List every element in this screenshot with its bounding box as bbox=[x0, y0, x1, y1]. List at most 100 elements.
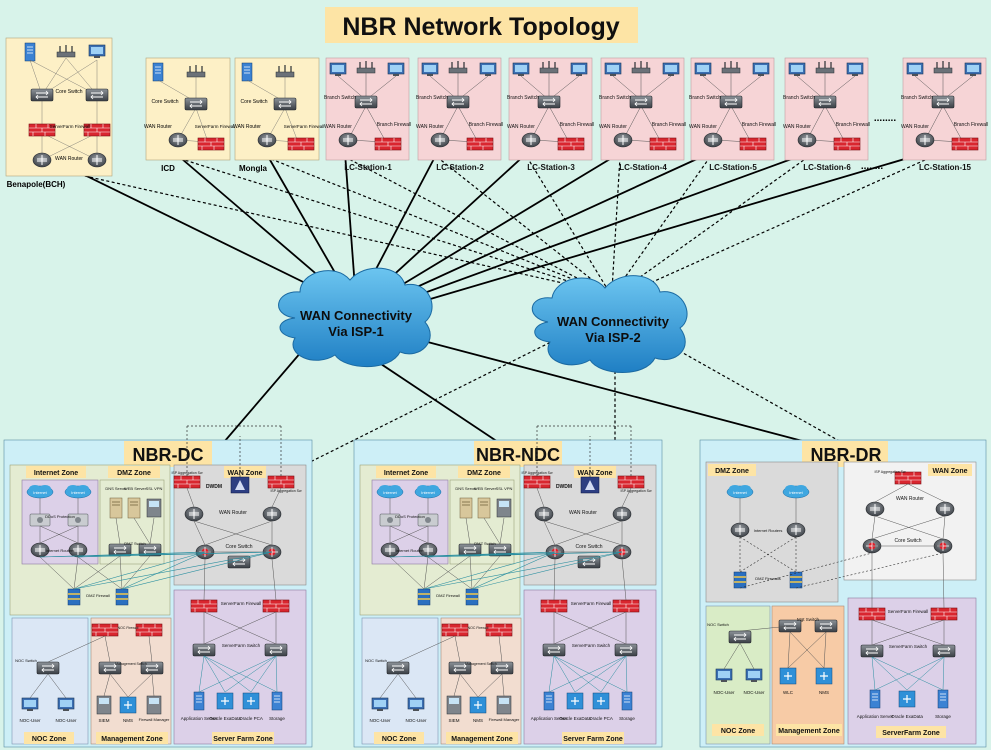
cloud-isp2-line1: WAN Connectivity bbox=[557, 314, 670, 329]
isp-aggregation-icon bbox=[267, 475, 295, 489]
pc-icon bbox=[479, 62, 497, 77]
wan-router-icon bbox=[915, 132, 935, 148]
mongla-label: Mongla bbox=[239, 164, 268, 173]
dr-mgmt-zone-label: Management Zone bbox=[778, 728, 840, 735]
branch-switch-label: Branch Switch bbox=[901, 95, 933, 101]
station-label: LC-Station-4 bbox=[619, 163, 667, 172]
wan-router-label: WAN Router bbox=[783, 124, 811, 130]
isp-agg-label: ISP Aggregation Sw bbox=[270, 489, 302, 493]
sf-switch-label: ServerFarm Switch bbox=[572, 643, 611, 648]
noc-zone-label-box bbox=[374, 732, 424, 744]
isp-agg-label: ISP Aggregation Sw bbox=[171, 471, 203, 475]
noc-user-icon bbox=[745, 668, 763, 683]
internet-router-icon bbox=[786, 522, 806, 538]
serverfarm-firewall-icon bbox=[190, 599, 218, 613]
oracle_pca-icon bbox=[592, 692, 610, 710]
internet-label: Internet bbox=[383, 490, 397, 495]
wan-zone-label-box bbox=[574, 466, 616, 478]
dmz-firewall-label: DMZ Firewall bbox=[436, 593, 460, 598]
dmz-zone-label-box bbox=[108, 466, 160, 478]
dwdm-label: DWDM bbox=[206, 484, 222, 490]
wan-router-label: WAN Router bbox=[896, 496, 924, 502]
noc-user-icon bbox=[715, 668, 733, 683]
storage-icon bbox=[271, 691, 283, 711]
wan-router-label: WAN Router bbox=[689, 124, 717, 130]
isp-agg-label: ISP Aggregation Sw bbox=[521, 471, 553, 475]
dns-label: DNS Server bbox=[105, 486, 127, 491]
site-mongla: Core Switch WAN Router ServerFarm Firewa… bbox=[233, 57, 324, 173]
noc-user-label: NOC-User bbox=[714, 690, 736, 695]
dr-wan-zone-label: WAN Zone bbox=[933, 468, 968, 475]
branch-switch-label: Branch Switch bbox=[507, 95, 539, 101]
mgmt-zone-label-box bbox=[96, 732, 168, 744]
noc-user-icon bbox=[21, 697, 39, 712]
oracle_exa-label: Oracle ExaData bbox=[891, 714, 923, 719]
storage-icon bbox=[937, 689, 949, 709]
noc-switch-label: NOC Switch bbox=[15, 658, 37, 663]
oracle_pca-icon bbox=[242, 692, 260, 710]
dr-noc-zone-label-box bbox=[712, 724, 764, 736]
fw-manager-label: Firewall Manager bbox=[489, 717, 520, 722]
mgt-switch-label: Mgt Switch bbox=[797, 617, 820, 622]
icd-firewall-label: ServerFarm Firewall bbox=[195, 124, 236, 129]
serverfarm-firewall-icon bbox=[262, 599, 290, 613]
branch-firewall-label: Branch Firewall bbox=[560, 122, 594, 128]
noc-zone bbox=[11, 617, 89, 745]
dr-dmz-zone-label: DMZ Zone bbox=[715, 468, 749, 475]
branch-firewall-label: Branch Firewall bbox=[469, 122, 503, 128]
management-zone bbox=[440, 617, 522, 745]
noc-user-label: NOC-User bbox=[406, 718, 428, 723]
server-zone-label: Server Farm Zone bbox=[213, 736, 273, 743]
serverfarm-firewall-icon bbox=[612, 599, 640, 613]
site-icd: Core Switch WAN Router ServerFarm Firewa… bbox=[144, 57, 236, 173]
app_server-label: Application Server bbox=[857, 714, 894, 719]
internet-router-icon bbox=[730, 522, 750, 538]
internet-label: Internet bbox=[789, 490, 803, 495]
internet-label: Internet bbox=[421, 490, 435, 495]
wan-router-icon bbox=[865, 501, 885, 517]
internet-label: Internet bbox=[71, 490, 85, 495]
branch-switch-icon bbox=[354, 95, 378, 109]
internet-zone-label-box bbox=[376, 466, 436, 478]
wan-router-icon bbox=[703, 132, 723, 148]
wan-router-label: WAN Router bbox=[507, 124, 535, 130]
oracle_exa-label: Oracle ExaData bbox=[559, 716, 591, 721]
mgmt-zone-label: Management Zone bbox=[451, 736, 513, 743]
serverfarm-switch-icon bbox=[932, 644, 956, 658]
wan-router-icon bbox=[613, 132, 633, 148]
pc-icon bbox=[788, 62, 806, 77]
management-zone bbox=[90, 617, 172, 745]
app_server-label: Application Server bbox=[531, 716, 568, 721]
wan-zone-label: WAN Zone bbox=[578, 470, 613, 477]
dwdm-icon bbox=[580, 476, 600, 494]
server-zone-label-box bbox=[212, 732, 274, 744]
mgmt-zone-label-box bbox=[446, 732, 518, 744]
noc-switch-icon bbox=[36, 661, 60, 675]
isp-aggregation-icon bbox=[617, 475, 645, 489]
station-label: LC-Station-3 bbox=[527, 163, 575, 172]
siem-label: SIEM bbox=[98, 718, 109, 723]
noc-user-label: NOC-User bbox=[744, 690, 766, 695]
dr-internet-routers-label: Internet Routers bbox=[754, 528, 783, 533]
noc-switch-icon bbox=[386, 661, 410, 675]
ellipsis-top: ........ bbox=[874, 113, 896, 124]
siem-icon bbox=[96, 695, 112, 715]
serverfarm-switch-icon bbox=[192, 643, 216, 657]
branch-firewall-icon bbox=[557, 137, 585, 151]
dmz-firewall-icon bbox=[115, 588, 129, 606]
wlc-label: WLC bbox=[783, 690, 794, 695]
nms-icon bbox=[469, 696, 487, 714]
web-server-icon bbox=[127, 497, 141, 519]
wan-router-icon bbox=[430, 132, 450, 148]
oracle_pca-label: Oracle PCA bbox=[239, 716, 263, 721]
serverfarm-firewall-icon bbox=[858, 607, 886, 621]
icd-core-switch-label: Core Switch bbox=[152, 99, 179, 105]
isp-agg-label: ISP Aggregation Sw bbox=[620, 489, 652, 493]
pc-icon bbox=[906, 62, 924, 77]
storage-icon bbox=[621, 691, 633, 711]
